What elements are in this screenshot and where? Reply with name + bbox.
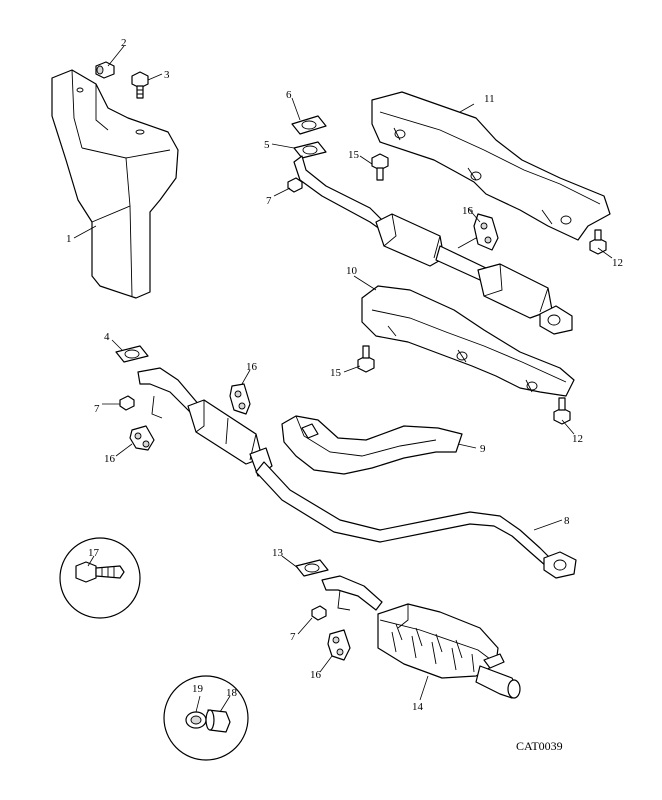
rear-silencer-assembly bbox=[295, 559, 521, 699]
callout-7-lower: 7 bbox=[290, 631, 296, 643]
callout-16-upper: 16 bbox=[462, 205, 474, 217]
callout-7-middle: 7 bbox=[94, 403, 100, 415]
callout-14: 14 bbox=[412, 701, 424, 713]
callout-19: 19 bbox=[192, 683, 204, 695]
rubber-mount-part-16-left-b bbox=[129, 425, 155, 451]
heat-shield-part-9 bbox=[281, 415, 463, 475]
bolt-part-15-lower bbox=[357, 345, 375, 373]
callout-16-middle: 16 bbox=[246, 361, 258, 373]
bolt-part-12-lower bbox=[553, 397, 571, 425]
heat-shield-part-10 bbox=[361, 285, 575, 397]
rubber-mount-part-16-left-a bbox=[229, 383, 251, 415]
callout-1: 1 bbox=[66, 233, 72, 245]
callout-16-lower: 16 bbox=[310, 669, 322, 681]
callout-15-lower: 15 bbox=[330, 367, 342, 379]
callout-11: 11 bbox=[484, 93, 495, 105]
callout-4: 4 bbox=[104, 331, 110, 343]
nut-part-2 bbox=[95, 61, 115, 79]
callout-15-upper: 15 bbox=[348, 149, 360, 161]
callout-2: 2 bbox=[121, 37, 127, 49]
diagram-reference-code: CAT0039 bbox=[516, 739, 563, 753]
callout-18: 18 bbox=[226, 687, 238, 699]
bolt-part-15-upper bbox=[371, 153, 389, 181]
front-pipe-assembly bbox=[287, 115, 573, 335]
callout-12-lower: 12 bbox=[572, 433, 583, 445]
callout-7-upper: 7 bbox=[266, 195, 272, 207]
leader-lines bbox=[73, 45, 613, 713]
rubber-mount-part-16-upper bbox=[473, 213, 499, 251]
intermediate-pipe-part-8 bbox=[255, 461, 577, 579]
heat-shield-part-1 bbox=[51, 69, 179, 299]
callout-3: 3 bbox=[164, 69, 170, 81]
callout-17: 17 bbox=[88, 547, 100, 559]
rubber-mount-part-16-rear bbox=[327, 629, 351, 661]
detail-circle-parts-18-19 bbox=[163, 675, 249, 761]
callout-12-upper: 12 bbox=[612, 257, 623, 269]
callout-16-left: 16 bbox=[104, 453, 116, 465]
callout-labels: 1 2 3 6 5 7 11 15 16 12 10 15 12 4 7 16 … bbox=[66, 37, 623, 713]
callout-9: 9 bbox=[480, 443, 486, 455]
callout-8: 8 bbox=[564, 515, 570, 527]
bolt-part-12-upper bbox=[589, 229, 607, 255]
callout-13: 13 bbox=[272, 547, 284, 559]
callout-6: 6 bbox=[286, 89, 292, 101]
detail-circle-part-17 bbox=[59, 537, 141, 619]
callout-10: 10 bbox=[346, 265, 358, 277]
heat-shield-part-11 bbox=[371, 91, 611, 241]
bolt-part-3 bbox=[131, 71, 149, 99]
callout-5: 5 bbox=[264, 139, 270, 151]
